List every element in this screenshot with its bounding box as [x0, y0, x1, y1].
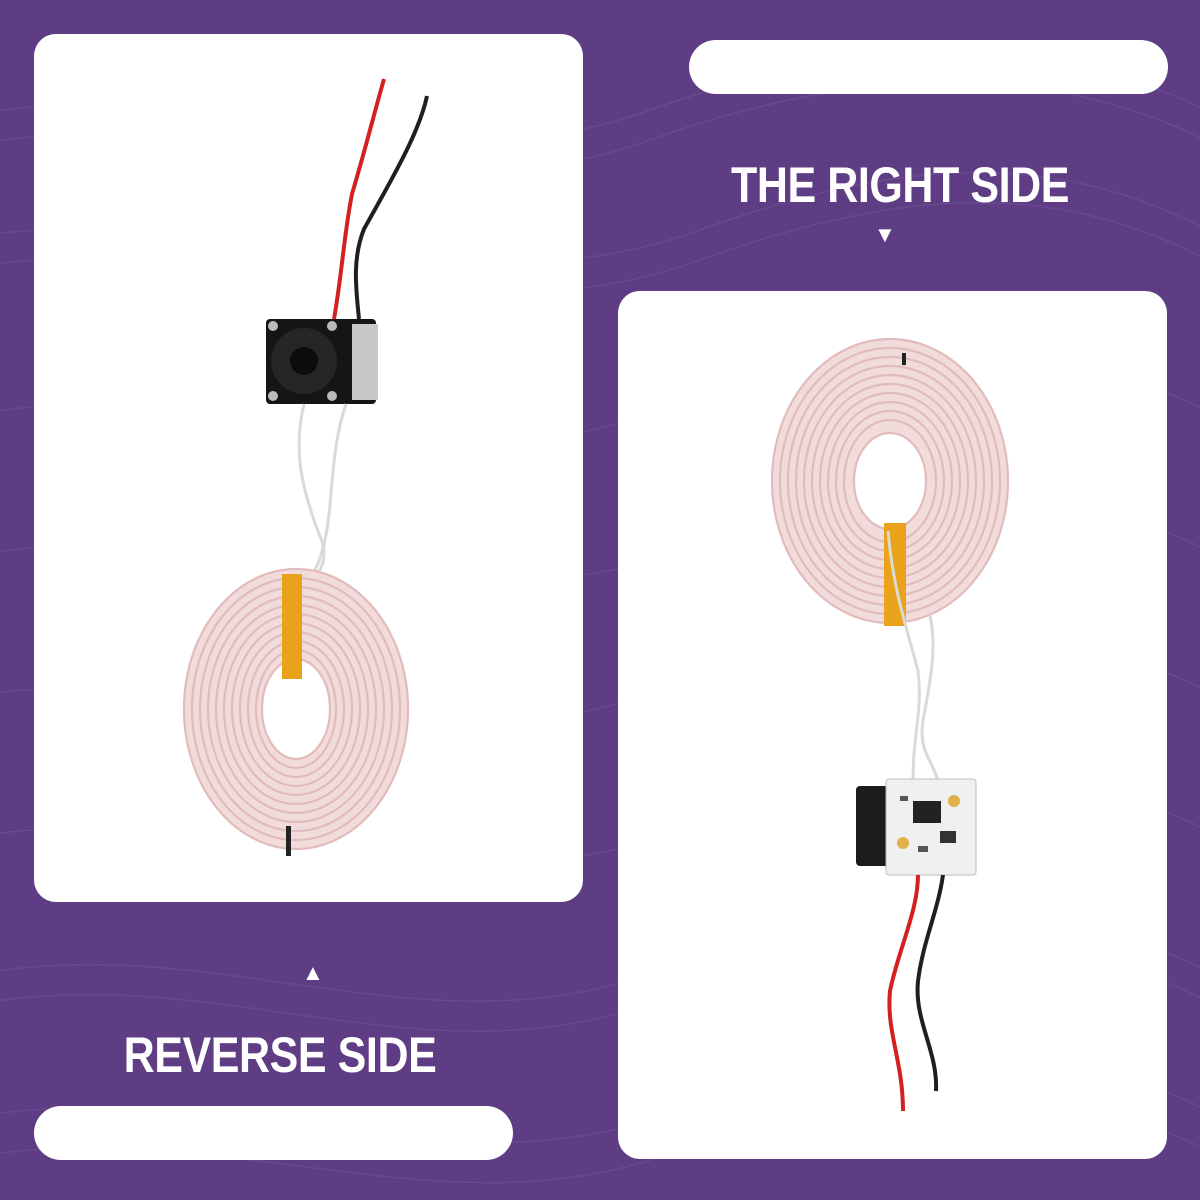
right-side-panel [618, 291, 1167, 1159]
reverse-side-product-image [182, 78, 429, 856]
right-side-product-image [770, 337, 1010, 1112]
top-label-pill [689, 40, 1168, 94]
kapton-tape [282, 574, 302, 679]
reverse-side-panel [34, 34, 583, 902]
reverse-side-heading: REVERSE SIDE [123, 1027, 437, 1083]
right-side-heading: THE RIGHT SIDE [730, 157, 1070, 213]
bottom-label-pill [34, 1106, 513, 1160]
cooling-fan-module [266, 319, 378, 404]
arrow-down-icon: ▼ [874, 222, 896, 247]
arrow-up-icon: ▲ [302, 960, 324, 985]
driver-circuit-board [856, 778, 977, 876]
